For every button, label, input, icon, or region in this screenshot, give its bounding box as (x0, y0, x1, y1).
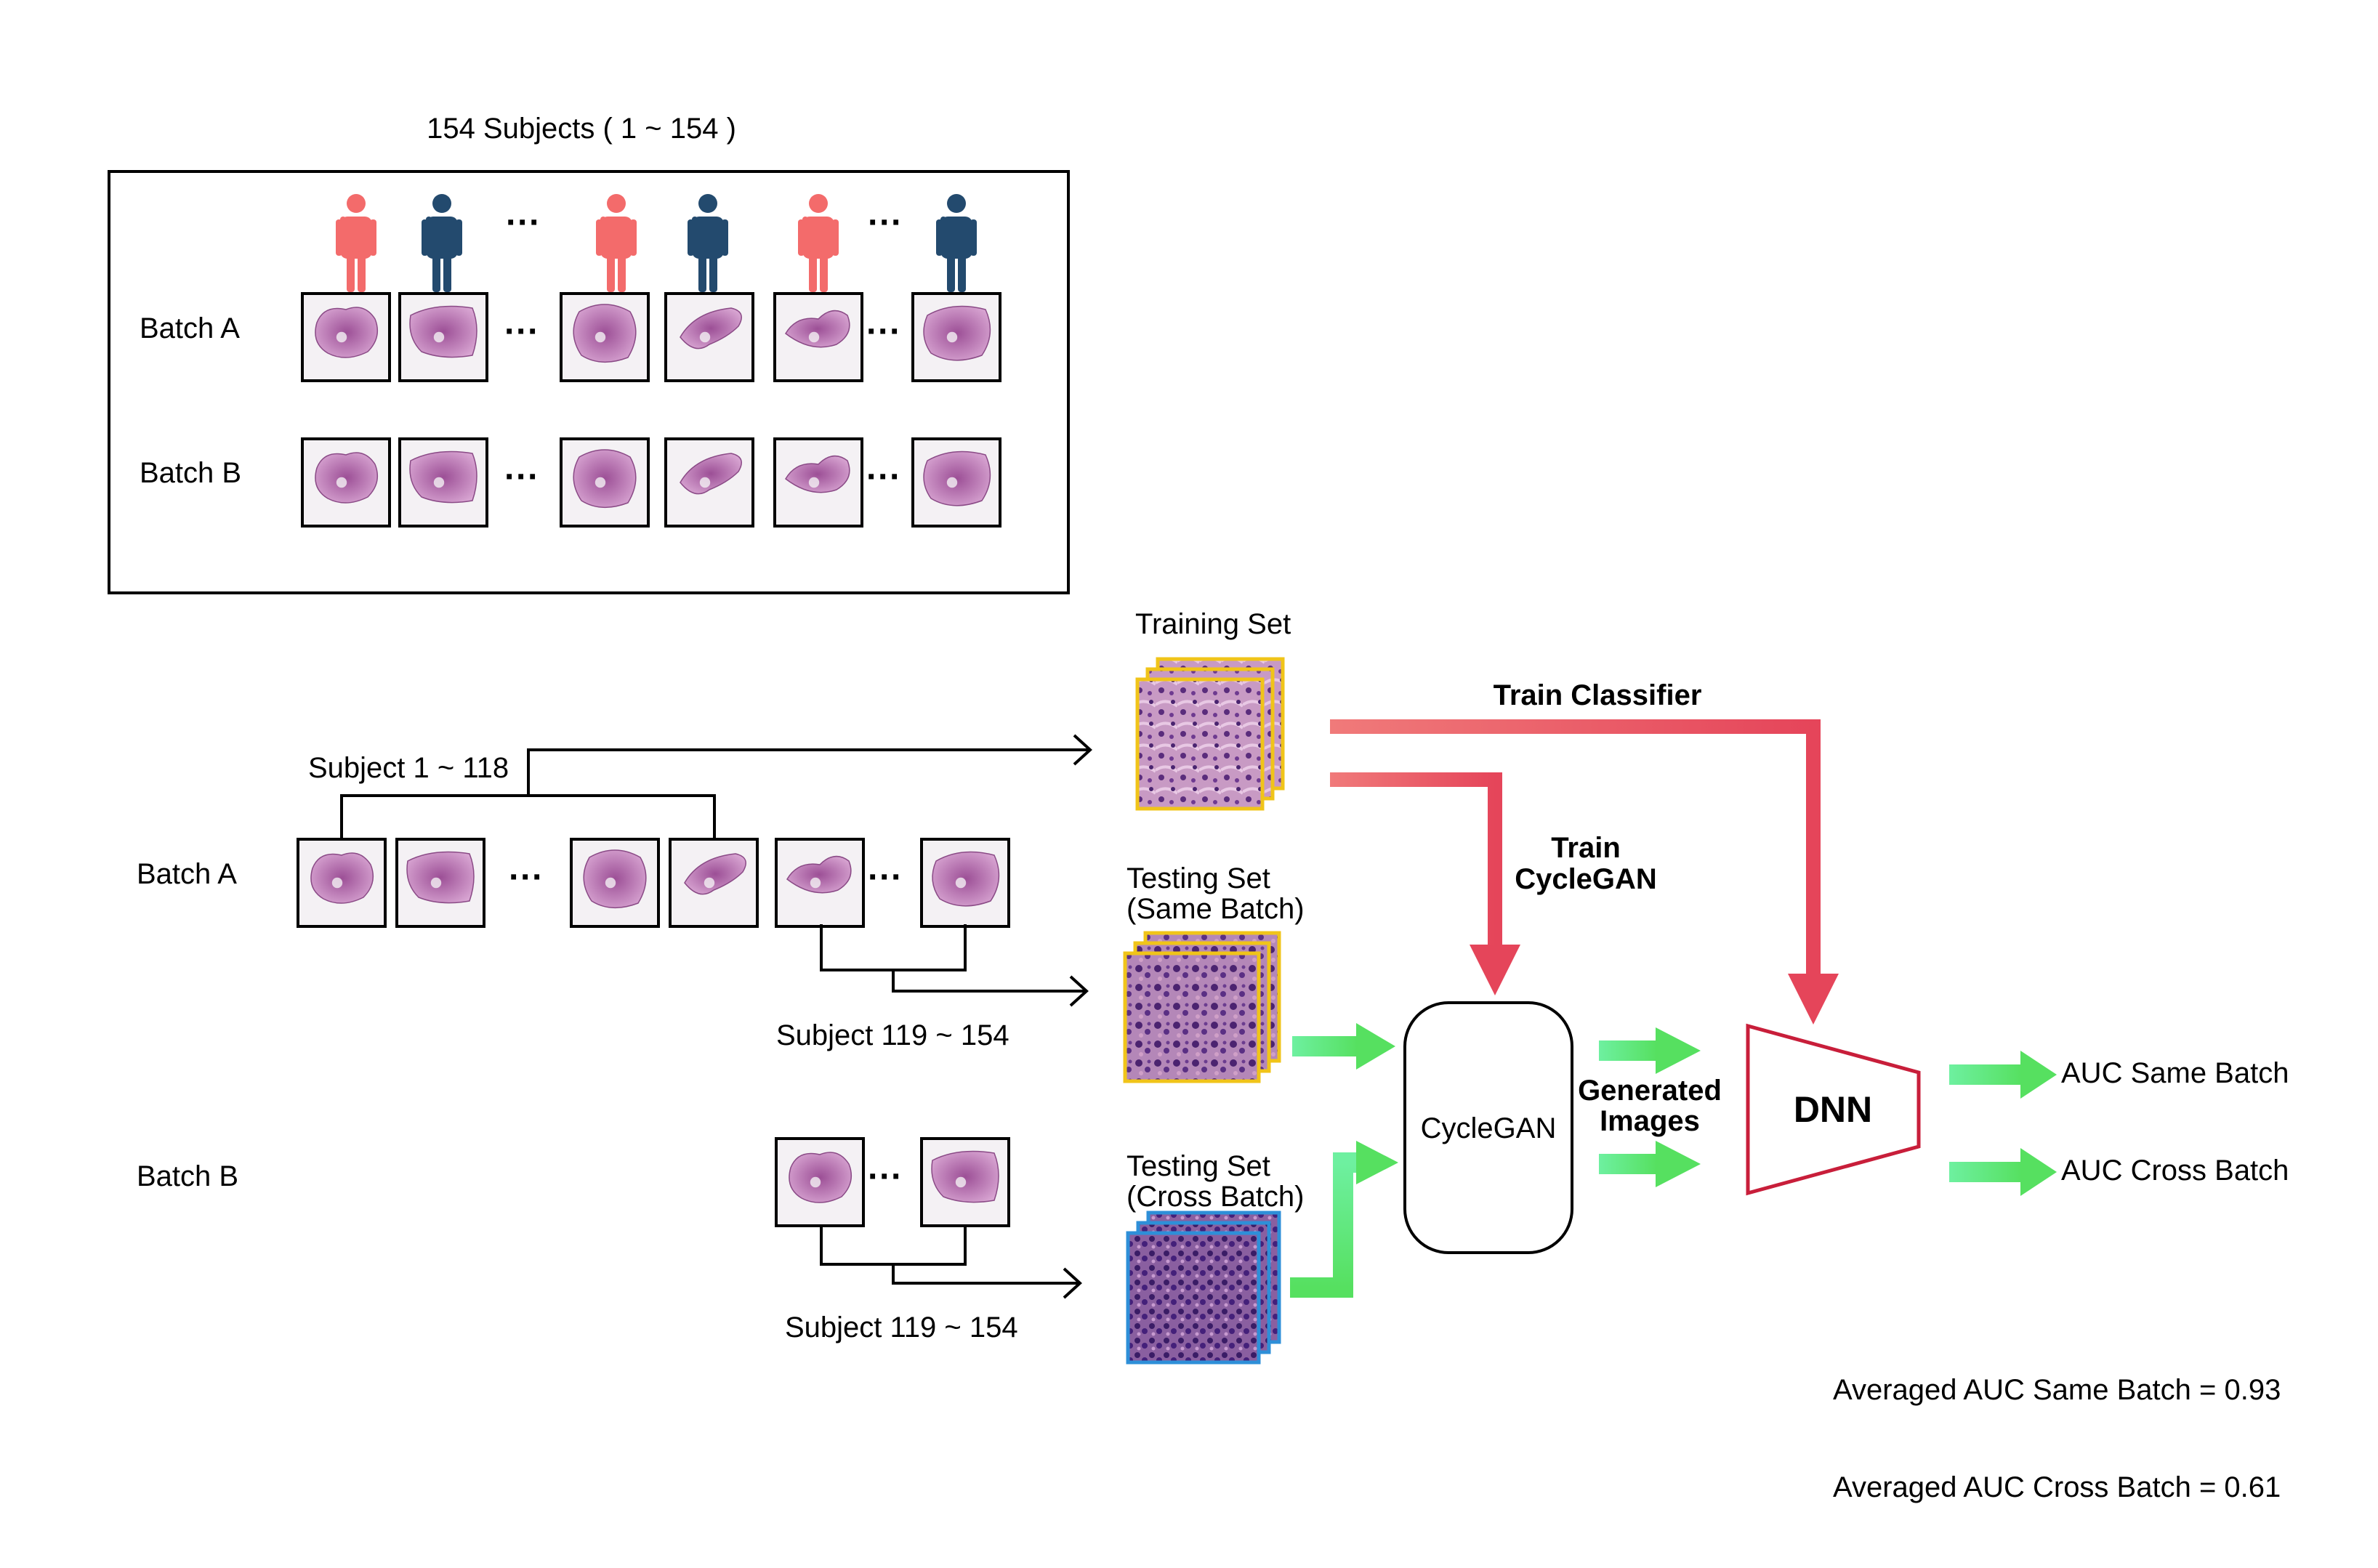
batch-a-slide-1 (297, 838, 387, 928)
person-male-icon (936, 194, 977, 292)
batch-b-label: Batch B (137, 1160, 238, 1192)
auc-same-label: AUC Same Batch (2061, 1057, 2289, 1089)
avg-auc-cross: Averaged AUC Cross Batch = 0.61 (1833, 1471, 2281, 1503)
ellipsis-icons-2: ··· (868, 203, 903, 242)
train-cyclegan-label-2: CycleGAN (1515, 863, 1657, 895)
training-tile-3 (1135, 677, 1265, 811)
testing-cross-tile-3 (1126, 1231, 1261, 1365)
testing-cross-stack (1126, 1211, 1281, 1365)
batch-a-slide-3 (570, 838, 660, 928)
train-classifier-label: Train Classifier (1494, 679, 1702, 711)
testing-same-tile-3 (1123, 951, 1261, 1083)
top-batch-a-ellipsis-1: ··· (504, 312, 539, 351)
batch-b-ellipsis-1: ··· (868, 1157, 903, 1196)
person-male-icon (422, 194, 462, 292)
cyclegan-label: CycleGAN (1421, 1112, 1557, 1144)
auc-same-arrow (1949, 1051, 2057, 1099)
generated-arrow-bottom (1599, 1141, 1701, 1187)
cohort-title: 154 Subjects ( 1 ~ 154 ) (427, 113, 736, 145)
batch-a-slide-4 (669, 838, 759, 928)
test-subjects-b-label: Subject 119 ~ 154 (785, 1312, 1018, 1343)
same-to-cyclegan-arrow (1292, 1023, 1395, 1070)
top-batch-a-slide-5 (773, 292, 863, 382)
cross-to-cyclegan-arrow (1290, 1141, 1398, 1298)
person-female-icon (798, 194, 839, 292)
ellipsis-icons-1: ··· (506, 203, 541, 242)
avg-auc-same: Averaged AUC Same Batch = 0.93 (1833, 1374, 2281, 1406)
testing-same-label-1: Testing Set (1126, 862, 1270, 894)
testing-cross-label-1: Testing Set (1126, 1150, 1270, 1182)
training-set-label: Training Set (1135, 608, 1291, 640)
generated-images-label-2: Images (1600, 1105, 1700, 1137)
batch-a-label-top: Batch A (140, 312, 240, 344)
batch-a-slides: ··· ··· (297, 838, 1010, 928)
training-bracket (340, 734, 1092, 839)
train-cyclegan-arrow (1330, 772, 1520, 995)
testing-same-stack (1123, 931, 1281, 1083)
generated-arrow-top (1599, 1027, 1701, 1074)
batch-a-slide-6 (920, 838, 1010, 928)
person-male-icon (688, 194, 728, 292)
batch-b-label-top: Batch B (140, 457, 241, 489)
batch-a-label: Batch A (137, 858, 237, 890)
batch-b-slide-2 (920, 1137, 1010, 1227)
top-batch-a-slide-6 (911, 292, 1001, 382)
top-batch-b-slide-2 (398, 437, 488, 528)
top-batch-b-slide-4 (664, 437, 754, 528)
batch-b-slide-1 (775, 1137, 865, 1227)
training-set-stack (1135, 657, 1285, 811)
top-batch-b-slide-5 (773, 437, 863, 528)
top-batch-a-slide-3 (560, 292, 650, 382)
auc-cross-label: AUC Cross Batch (2061, 1155, 2289, 1187)
dnn-block (1746, 1023, 1921, 1196)
batch-a-ellipsis-2: ··· (868, 858, 903, 897)
person-female-icon (596, 194, 637, 292)
top-batch-b-slide-3 (560, 437, 650, 528)
testing-cross-label-2: (Cross Batch) (1126, 1181, 1305, 1213)
top-batch-b-ellipsis-2: ··· (866, 458, 901, 496)
batch-a-slides-top: ··· ··· (301, 292, 1001, 382)
train-subjects-label: Subject 1 ~ 118 (308, 752, 509, 784)
cohort-panel (108, 170, 1070, 594)
batch-b-slides: ··· (775, 1137, 1010, 1227)
batch-a-ellipsis-1: ··· (509, 858, 544, 897)
top-batch-a-slide-2 (398, 292, 488, 382)
testing-same-label-2: (Same Batch) (1126, 893, 1305, 925)
testing-a-bracket (820, 924, 1089, 1007)
auc-cross-arrow (1949, 1148, 2057, 1196)
top-batch-a-slide-1 (301, 292, 391, 382)
batch-b-slides-top: ··· ··· (301, 437, 1001, 528)
testing-b-bracket (820, 1224, 1082, 1299)
dnn-label: DNN (1794, 1089, 1872, 1130)
subject-icons: ··· ··· (336, 194, 977, 292)
top-batch-a-slide-4 (664, 292, 754, 382)
top-batch-a-ellipsis-2: ··· (866, 312, 901, 351)
test-subjects-a-label: Subject 119 ~ 154 (776, 1019, 1009, 1051)
top-batch-b-slide-6 (911, 437, 1001, 528)
person-female-icon (336, 194, 376, 292)
train-cyclegan-label-1: Train (1551, 832, 1621, 864)
top-batch-b-ellipsis-1: ··· (504, 458, 539, 496)
cyclegan-box (1403, 1001, 1573, 1254)
train-classifier-arrow (1330, 719, 1839, 1025)
generated-images-label-1: Generated (1578, 1075, 1722, 1107)
top-batch-b-slide-1 (301, 437, 391, 528)
batch-a-slide-2 (395, 838, 485, 928)
batch-a-slide-5 (775, 838, 865, 928)
